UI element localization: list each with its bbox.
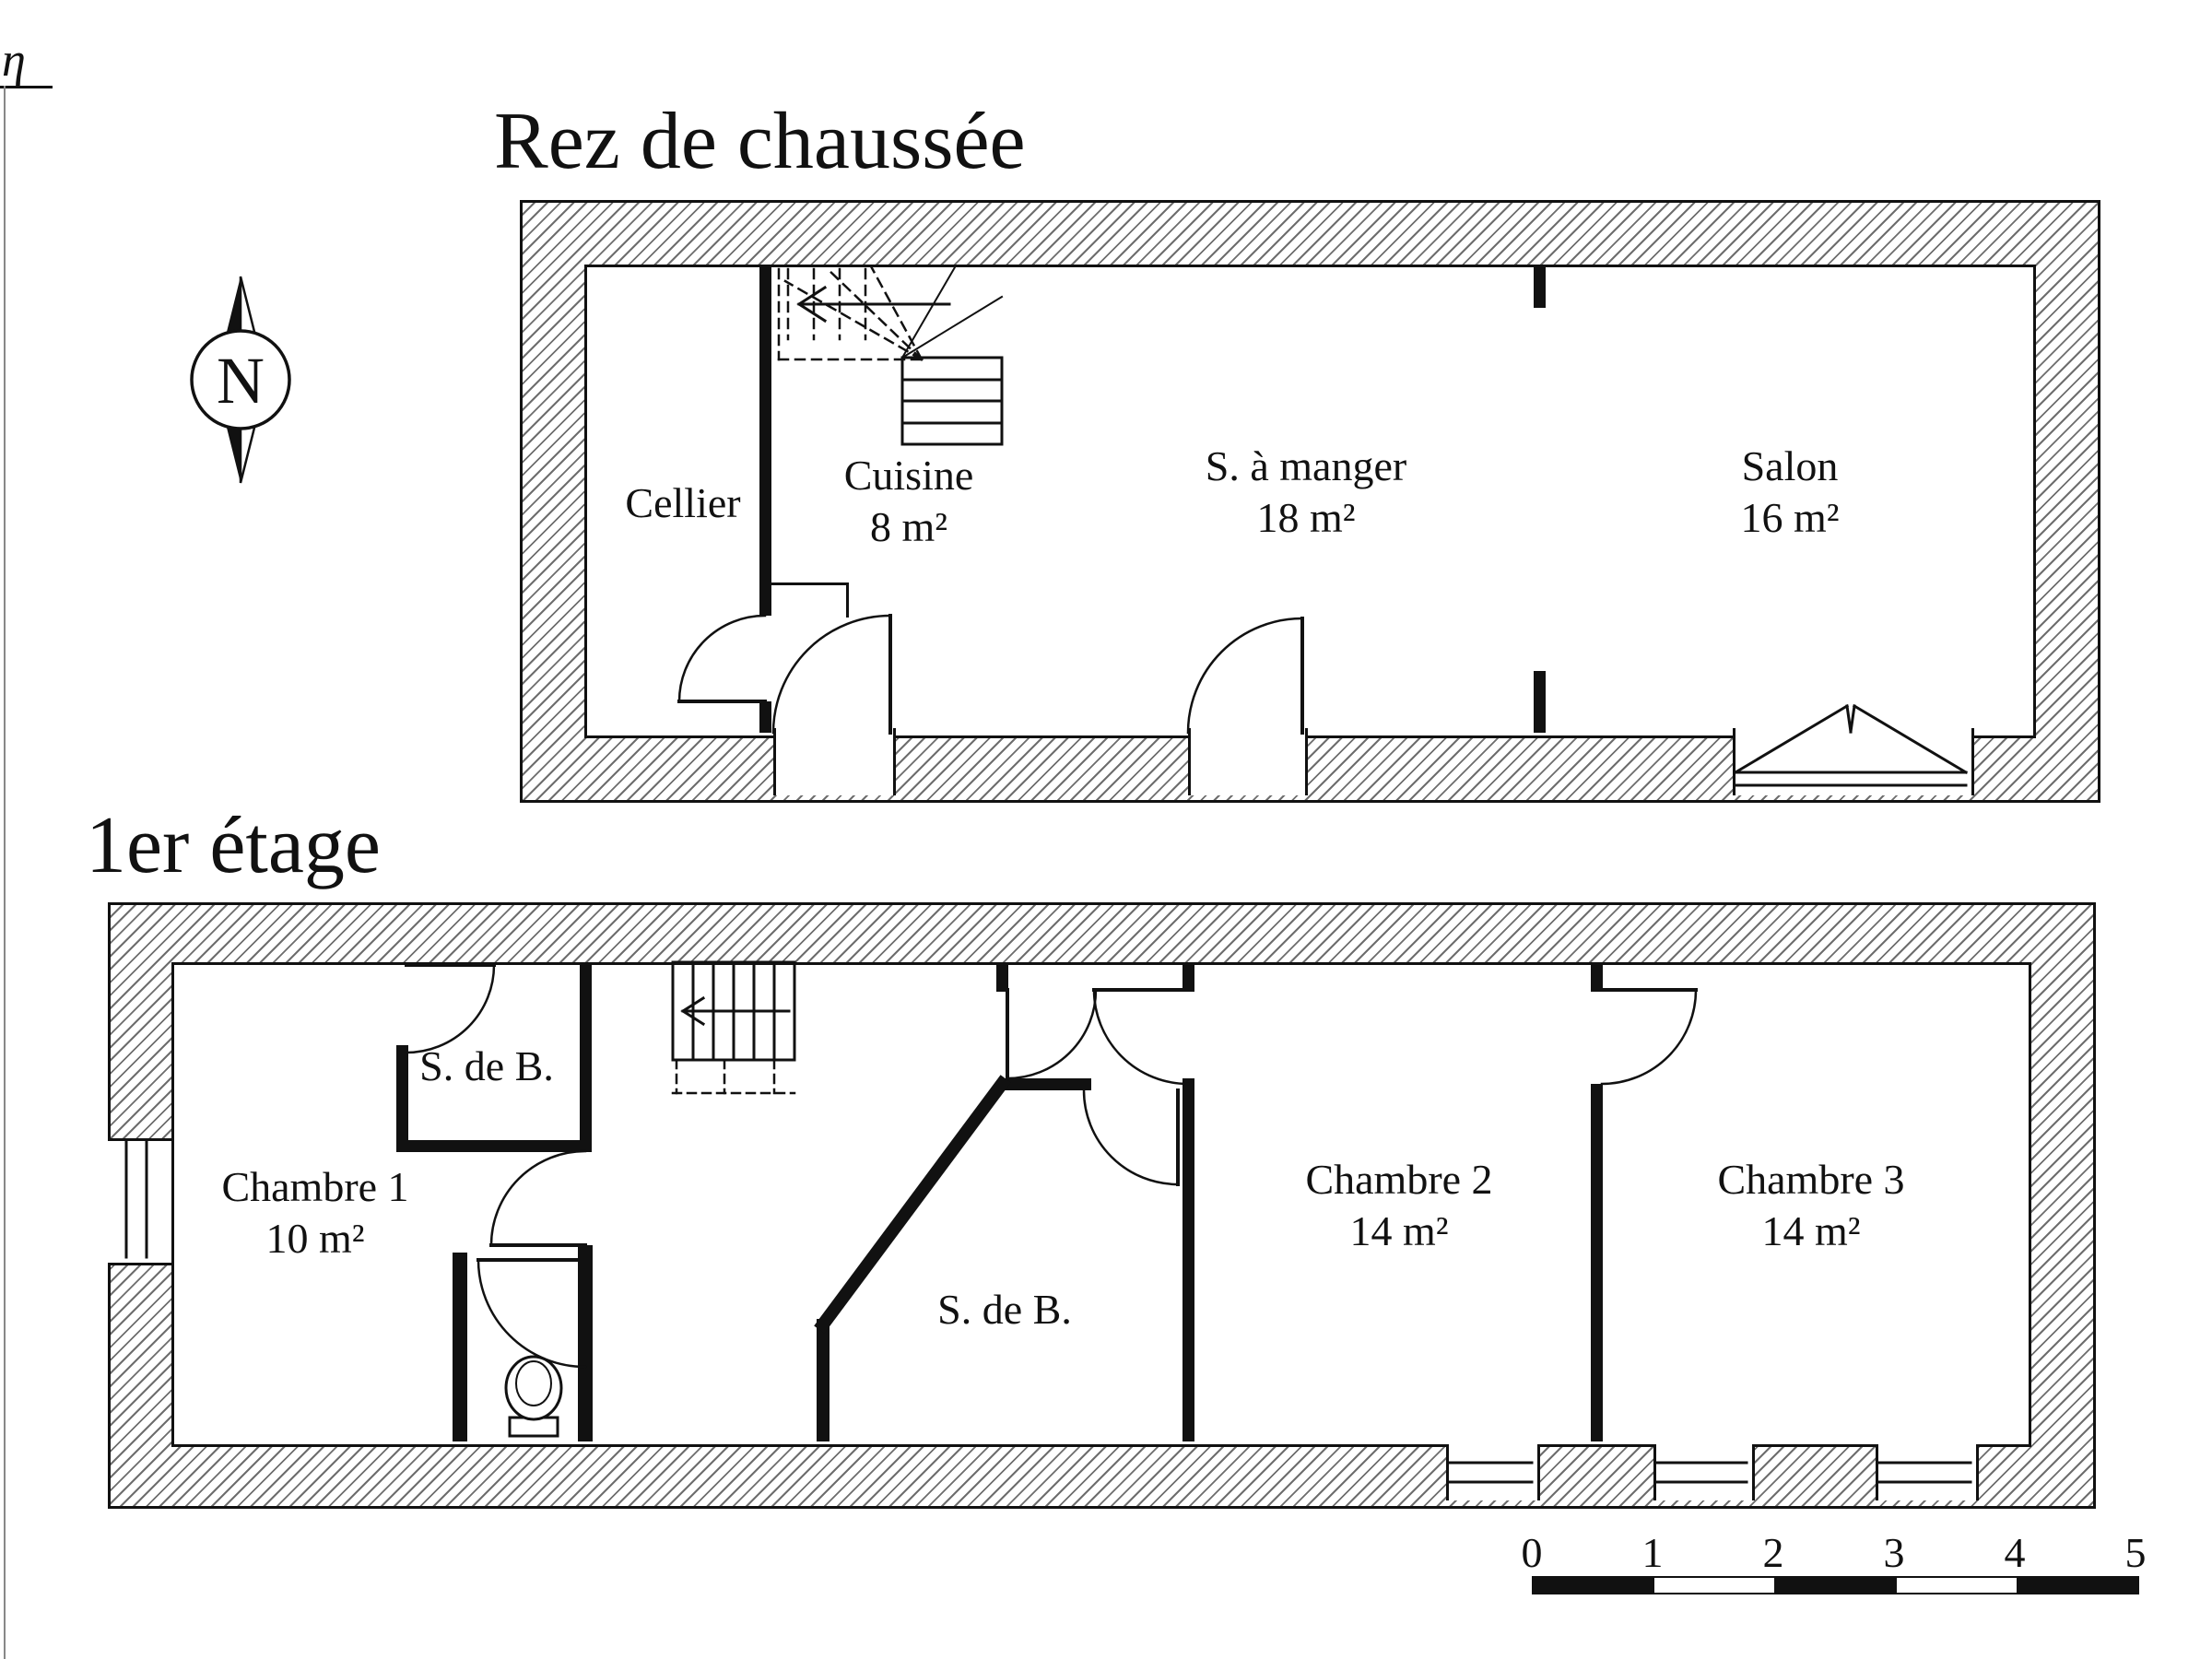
ff-bath2-wall-vertical (817, 1319, 830, 1441)
room-label-salon: Salon 16 m² (1740, 441, 1839, 544)
left-margin-rule (4, 86, 6, 1659)
ff-bath1-wall-right (580, 962, 592, 1152)
room-label-chambre1: Chambre 1 10 m² (221, 1161, 408, 1265)
room-area: 18 m² (1256, 494, 1356, 541)
room-name: S. de B. (419, 1042, 554, 1089)
door-swings (405, 614, 1698, 1369)
ff-wc-wall-left (453, 1253, 467, 1441)
scale-bar-segment (1534, 1578, 1655, 1593)
gf-partition-stub-bottom (1534, 671, 1546, 733)
ff-bath1-wall-bottom (396, 1140, 592, 1152)
gf-entry-door-2-arc (1186, 617, 1304, 735)
first-floor-title: 1er étage (86, 801, 381, 890)
ff-left-window-opening (108, 1138, 171, 1265)
room-label-chambre2: Chambre 2 14 m² (1305, 1154, 1492, 1257)
corner-annotation-glyph: η (2, 34, 26, 87)
scale-tick-1: 1 (1641, 1529, 1664, 1576)
scale-bar (1532, 1576, 2139, 1594)
ff-landing-stub-left (996, 962, 1008, 992)
room-label-salle-a-manger: S. à manger 18 m² (1206, 441, 1406, 544)
ff-landing-stub-right (1182, 962, 1194, 992)
ff-bath2-diagonal-wall (814, 1075, 1011, 1334)
room-area: 8 m² (869, 503, 948, 550)
window-symbols (124, 703, 1972, 1484)
room-name: Chambre 3 (1717, 1156, 1905, 1203)
ff-chambre2-door-arc (1092, 988, 1190, 1086)
ff-chambre3-wall-stub (1591, 962, 1603, 992)
room-name: Chambre 2 (1305, 1156, 1493, 1203)
ff-landing-door-arc (1006, 988, 1098, 1080)
room-label-cellier: Cellier (625, 477, 740, 529)
ff-window-2-opening (1653, 1444, 1755, 1500)
room-name: Salon (1741, 442, 1839, 489)
gf-partition-stub-top (1534, 265, 1546, 308)
ff-chambre3-door-arc (1600, 988, 1698, 1086)
room-label-sdb-large: S. de B. (937, 1284, 1072, 1335)
room-name: Cellier (625, 479, 741, 526)
toilet-icon (504, 1355, 563, 1438)
gf-cellier-wall-stub (759, 701, 771, 733)
room-label-chambre3: Chambre 3 14 m² (1717, 1154, 1904, 1257)
ff-bath1-wall-left (396, 1045, 408, 1147)
room-name: Cuisine (843, 452, 974, 499)
ff-wc-wall-right (578, 1245, 593, 1441)
gf-cellier-door-arc (677, 614, 767, 703)
ff-window-1-opening (1446, 1444, 1540, 1500)
gf-kitchen-counter-edge (771, 582, 849, 585)
gf-stairs (777, 265, 1004, 446)
scale-bar-segment (1654, 1578, 1776, 1593)
room-area: 16 m² (1740, 494, 1840, 541)
scale-tick-4: 4 (2004, 1529, 2026, 1576)
ff-stairs (671, 960, 796, 1095)
room-name: Chambre 1 (221, 1163, 409, 1210)
room-label-cuisine: Cuisine 8 m² (844, 450, 974, 553)
scale-tick-3: 3 (1883, 1529, 1905, 1576)
scale-bar-segment (1775, 1578, 1898, 1593)
scale-bar-segment (1897, 1578, 2018, 1593)
room-area: 14 m² (1349, 1207, 1449, 1254)
gf-interior (584, 265, 2036, 738)
gf-entry-door-1-arc (771, 614, 892, 735)
ff-bath1-door-arc (405, 963, 496, 1054)
room-area: 10 m² (265, 1215, 365, 1262)
gf-entry-opening-1 (773, 728, 896, 795)
scale-tick-5: 5 (2124, 1529, 2147, 1576)
scale-tick-0: 0 (1521, 1529, 1543, 1576)
ff-bath2-wall-top (1002, 1078, 1091, 1090)
gf-cellier-wall (759, 265, 771, 616)
room-name: S. à manger (1205, 442, 1407, 489)
scale-tick-2: 2 (1762, 1529, 1784, 1576)
gf-entry-opening-2 (1188, 728, 1308, 795)
corner-rule-horizontal (0, 86, 53, 88)
ff-interior (171, 962, 2031, 1447)
ff-wc-door-arc (477, 1258, 587, 1369)
ff-chambre1-door-arc (489, 1149, 587, 1247)
compass-n-label: N (217, 344, 265, 418)
room-area: 14 m² (1761, 1207, 1861, 1254)
ff-bath2-door-arc (1082, 1088, 1180, 1186)
scale-bar-segment (2018, 1578, 2138, 1593)
room-label-sdb-small: S. de B. (419, 1041, 554, 1092)
ff-window-3-opening (1876, 1444, 1979, 1500)
ff-chambre2-wall (1182, 1078, 1194, 1441)
ff-chambre3-wall (1591, 1084, 1603, 1441)
north-compass-icon: N (190, 276, 291, 484)
gf-salon-casement-right (1852, 703, 1969, 775)
gf-kitchen-counter-side (846, 582, 849, 618)
ground-floor-title: Rez de chaussée (494, 97, 1026, 186)
room-name: S. de B. (937, 1286, 1072, 1333)
gf-salon-casement-left (1733, 703, 1850, 775)
